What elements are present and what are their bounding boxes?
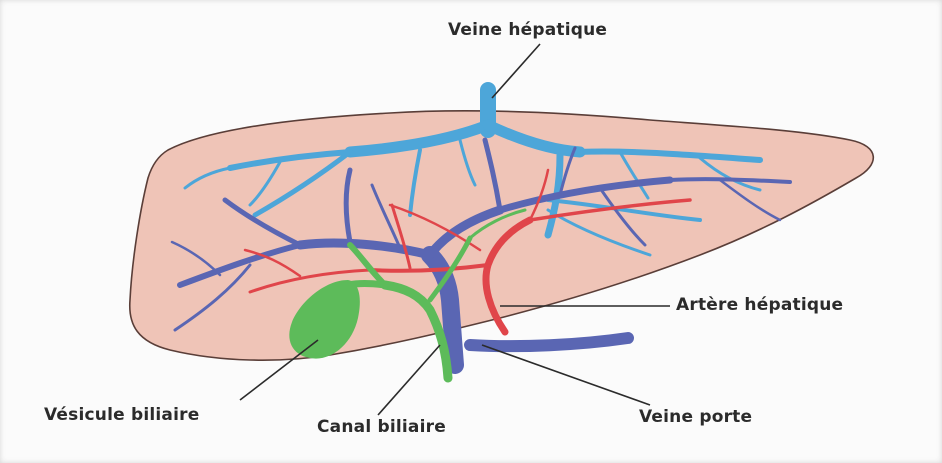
leader-line-canal	[378, 345, 440, 415]
label-vesicule-biliaire: Vésicule biliaire	[44, 405, 199, 425]
label-veine-hepatique: Veine hépatique	[448, 20, 607, 40]
label-veine-porte: Veine porte	[639, 407, 752, 427]
leader-line-veine-hepatique	[492, 44, 540, 98]
leader-line-veine-porte	[482, 345, 650, 405]
label-artere-hepatique: Artère hépatique	[676, 295, 843, 315]
label-canal-biliaire: Canal biliaire	[317, 417, 446, 437]
